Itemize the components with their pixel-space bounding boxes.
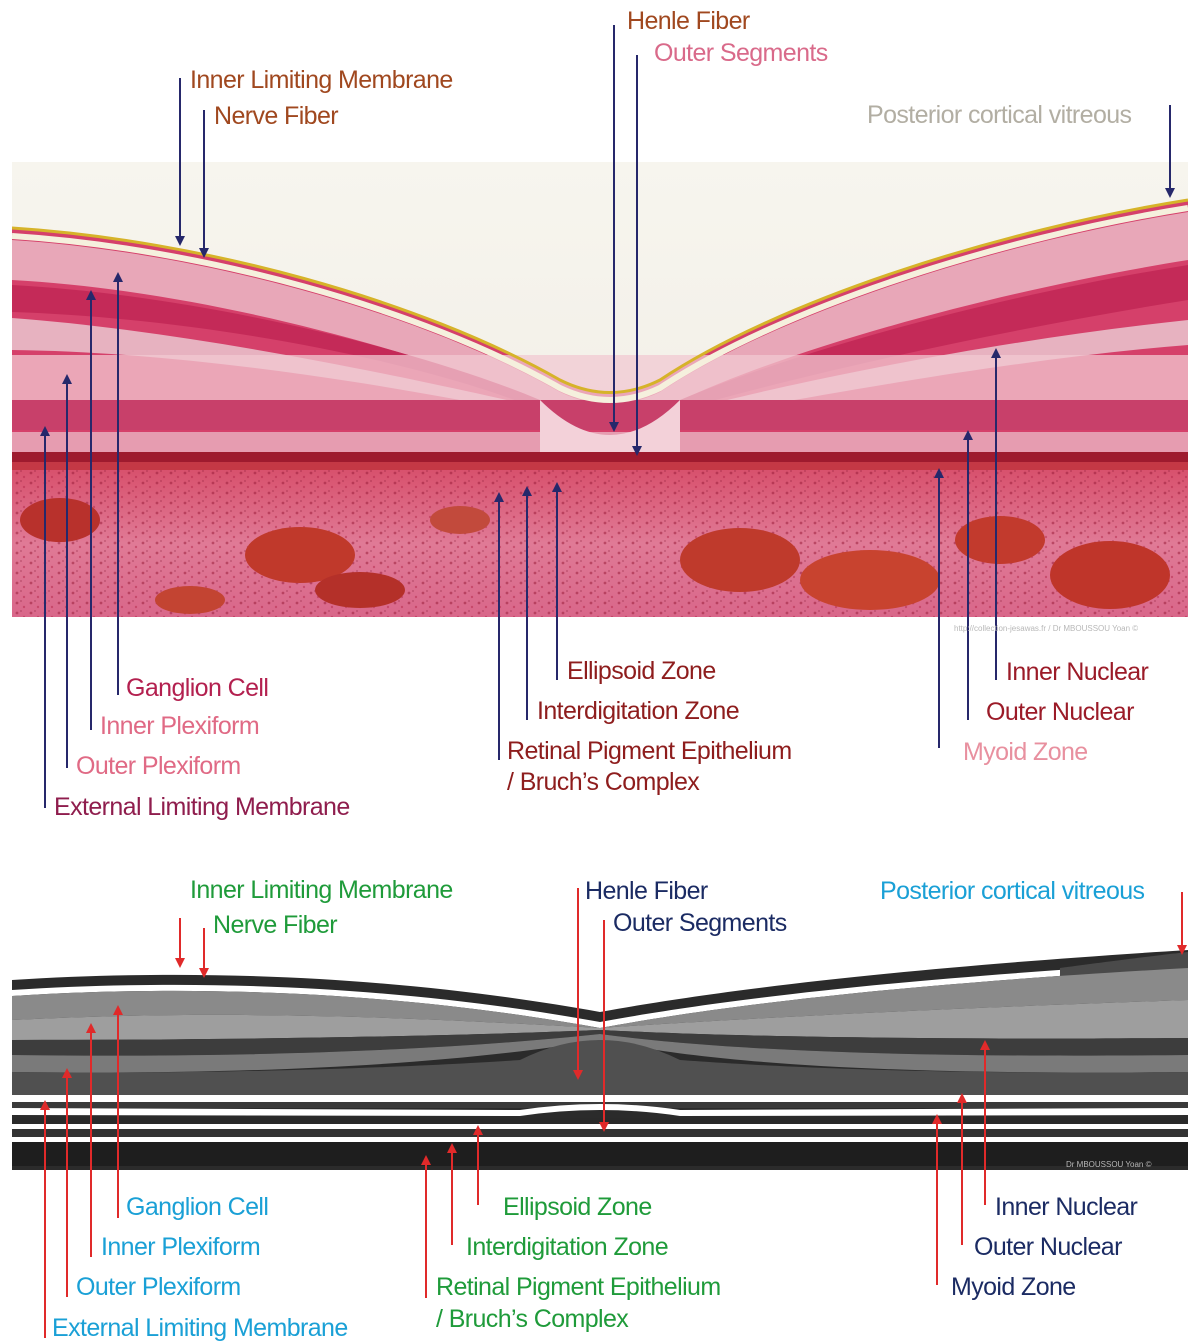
oct-label-inner-nuclear: Inner Nuclear xyxy=(995,1192,1137,1222)
oct-schematic xyxy=(12,950,1188,1170)
oct-label-ganglion-cell: Ganglion Cell xyxy=(126,1192,268,1222)
hist-label-myoid-zone: Myoid Zone xyxy=(963,737,1088,767)
hist-label-nerve-fiber: Nerve Fiber xyxy=(214,101,338,131)
oct-credit: Dr MBOUSSOU Yoan © xyxy=(1066,1160,1151,1169)
hist-label-ganglion-cell: Ganglion Cell xyxy=(126,673,268,703)
hist-label-elm: External Limiting Membrane xyxy=(54,792,350,822)
hist-label-ellipsoid-zone: Ellipsoid Zone xyxy=(567,656,716,686)
oct-arrow-ilm-arrowhead xyxy=(175,958,185,968)
hist-label-outer-segments: Outer Segments xyxy=(654,38,828,68)
oct-label-inner-plexiform: Inner Plexiform xyxy=(101,1232,260,1262)
oct-label-ellipsoid-zone: Ellipsoid Zone xyxy=(503,1192,652,1222)
hist-label-outer-nuclear: Outer Nuclear xyxy=(986,697,1134,727)
oct-label-outer-segments: Outer Segments xyxy=(613,908,787,938)
oct-label-ilm: Inner Limiting Membrane xyxy=(190,875,453,905)
oct-label-interdigitation-zone: Interdigitation Zone xyxy=(466,1232,668,1262)
oct-label-myoid-zone: Myoid Zone xyxy=(951,1272,1076,1302)
oct-label-outer-plexiform: Outer Plexiform xyxy=(76,1272,241,1302)
oct-label-outer-nuclear: Outer Nuclear xyxy=(974,1232,1122,1262)
oct-label-rpe-2: / Bruch’s Complex xyxy=(436,1304,628,1334)
histology-section xyxy=(12,162,1188,617)
oct-label-elm: External Limiting Membrane xyxy=(52,1313,348,1343)
hist-label-rpe-1: Retinal Pigment Epithelium xyxy=(507,736,792,766)
hist-label-posterior-vitreous: Posterior cortical vitreous xyxy=(867,100,1131,130)
hist-label-henle-fiber: Henle Fiber xyxy=(627,6,750,36)
oct-label-posterior-vitreous: Posterior cortical vitreous xyxy=(880,876,1144,906)
hist-label-outer-plexiform: Outer Plexiform xyxy=(76,751,241,781)
oct-label-henle-fiber: Henle Fiber xyxy=(585,876,708,906)
hist-credit: http://collection-jesawas.fr / Dr MBOUSS… xyxy=(954,624,1138,633)
hist-label-interdigitation-zone: Interdigitation Zone xyxy=(537,696,739,726)
hist-label-inner-nuclear: Inner Nuclear xyxy=(1006,657,1148,687)
hist-label-rpe-2: / Bruch’s Complex xyxy=(507,767,699,797)
oct-label-nerve-fiber: Nerve Fiber xyxy=(213,910,337,940)
hist-label-ilm: Inner Limiting Membrane xyxy=(190,65,453,95)
oct-label-rpe-1: Retinal Pigment Epithelium xyxy=(436,1272,721,1302)
hist-label-inner-plexiform: Inner Plexiform xyxy=(100,711,259,741)
